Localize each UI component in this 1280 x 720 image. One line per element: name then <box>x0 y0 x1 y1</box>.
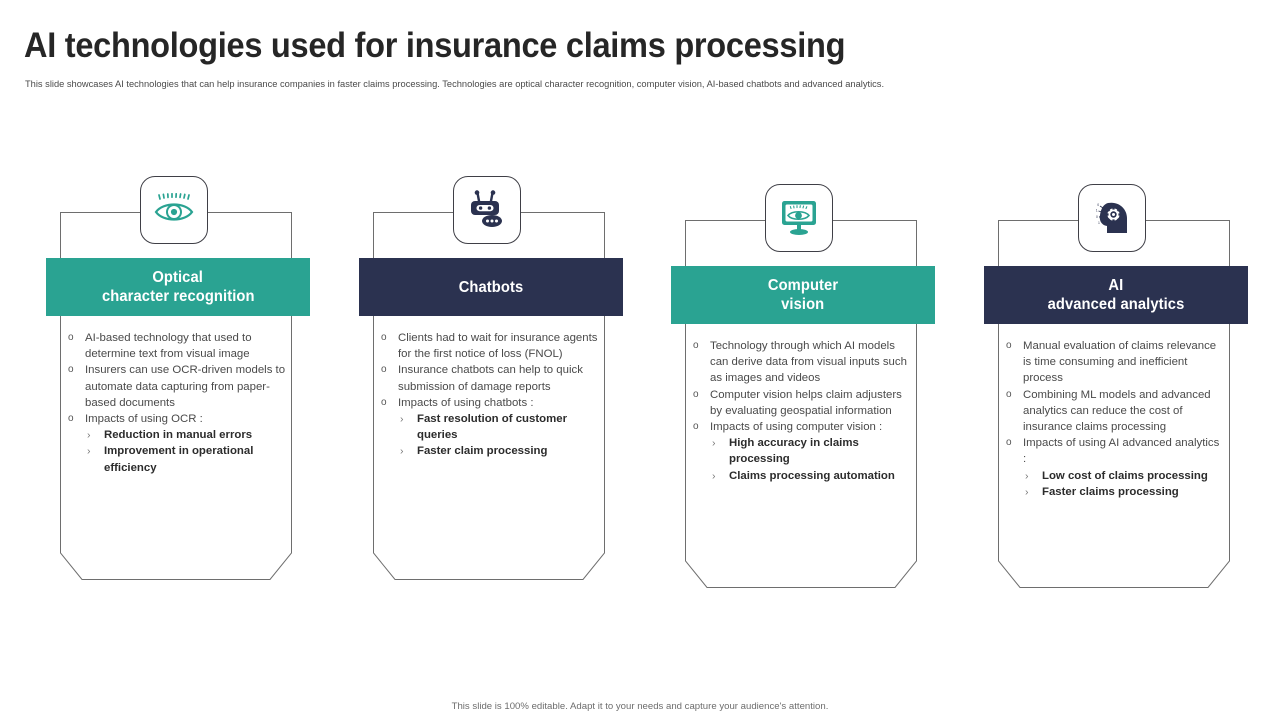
sub-bullet-text: Faster claim processing <box>417 445 548 458</box>
card-title-line: AI <box>1108 277 1124 294</box>
svg-text:1: 1 <box>1098 221 1100 225</box>
card-bullet-list: o Clients had to wait for insurance agen… <box>381 330 599 460</box>
bullet-item: o Impacts of using AI advanced analytics… <box>1006 435 1224 467</box>
bullet-text: Manual evaluation of claims relevance is… <box>1023 340 1217 385</box>
eye-icon <box>140 176 208 244</box>
bullet-text: AI-based technology that used to determi… <box>85 332 252 361</box>
bullet-marker: o <box>381 364 387 376</box>
card-bullet-list: o AI-based technology that used to deter… <box>68 330 286 476</box>
bullet-text: Impacts of using chatbots : <box>398 396 534 409</box>
sub-bullet-text: Fast resolution of customer queries <box>417 413 567 442</box>
robot-icon <box>453 176 521 244</box>
bullet-marker: o <box>68 413 74 425</box>
bullet-marker: o <box>1006 340 1012 351</box>
sub-bullet-item: › Low cost of claims processing <box>1025 468 1224 484</box>
sub-bullet-text: High accuracy in claims processing <box>729 437 859 466</box>
bullet-text: Impacts of using computer vision : <box>710 421 883 434</box>
bullet-marker: o <box>68 332 74 343</box>
sub-bullet-item: › Fast resolution of customer queries <box>400 411 599 443</box>
svg-text:0: 0 <box>1096 215 1098 219</box>
bullet-text: Computer vision helps claim adjusters by… <box>710 388 902 417</box>
bullet-item: o Manual evaluation of claims relevance … <box>1006 338 1224 387</box>
sub-bullet-text: Claims processing automation <box>729 469 895 482</box>
sub-bullet-item: › Reduction in manual errors <box>87 427 286 443</box>
bullet-item: o Computer vision helps claim adjusters … <box>693 387 911 419</box>
bullet-item: o Insurers can use OCR-driven models to … <box>68 362 286 411</box>
bullet-item: o Impacts of using chatbots : <box>381 395 599 411</box>
sub-bullet-item: › High accuracy in claims processing <box>712 435 911 467</box>
card-title-line: character recognition <box>101 288 255 305</box>
bullet-text: Clients had to wait for insurance agents… <box>398 332 598 361</box>
bullet-marker: o <box>381 332 387 343</box>
card-bullet-list: o Manual evaluation of claims relevance … <box>1006 338 1224 500</box>
sub-bullet-item: › Faster claim processing <box>400 443 599 459</box>
sub-bullet-text: Reduction in manual errors <box>104 429 253 442</box>
page-subtitle: This slide showcases AI technologies tha… <box>25 79 885 90</box>
bullet-marker: o <box>68 364 74 376</box>
bullet-item: o Technology through which AI models can… <box>693 338 911 387</box>
bullet-item: o AI-based technology that used to deter… <box>68 330 286 362</box>
sub-bullet-marker: › <box>1025 485 1029 498</box>
card-title-line: Optical <box>152 269 204 286</box>
sub-bullet-text: Low cost of claims processing <box>1042 469 1208 482</box>
bullet-item: o Insurance chatbots can help to quick s… <box>381 362 599 394</box>
sub-bullet-marker: › <box>87 429 91 442</box>
bullet-marker: o <box>693 421 699 433</box>
bullet-marker: o <box>381 396 387 408</box>
sub-bullet-marker: › <box>87 445 91 458</box>
card-header-computer-vision[interactable]: Computer vision <box>671 266 935 324</box>
card-header-optical-character-recognition[interactable]: Optical character recognition <box>46 258 310 316</box>
bullet-text: Technology through which AI models can d… <box>710 340 907 385</box>
bullet-text: Impacts of using AI advanced analytics : <box>1023 437 1220 466</box>
bullet-item: o Clients had to wait for insurance agen… <box>381 330 599 362</box>
bullet-text: Insurance chatbots can help to quick sub… <box>398 364 583 393</box>
bullet-marker: o <box>1006 388 1012 400</box>
sub-bullet-text: Improvement in operational efficiency <box>104 445 254 474</box>
card-header-chatbots[interactable]: Chatbots <box>359 258 623 316</box>
bullet-text: Combining ML models and advanced analyti… <box>1023 388 1211 434</box>
card-title-line: Computer <box>767 277 839 294</box>
bullet-marker: o <box>693 340 699 351</box>
sub-bullet-marker: › <box>712 469 716 482</box>
card-title-line: advanced analytics <box>1047 296 1185 313</box>
bullet-item: o Combining ML models and advanced analy… <box>1006 387 1224 436</box>
sub-bullet-text: Faster claims processing <box>1042 485 1179 498</box>
sub-bullet-marker: › <box>400 445 404 458</box>
sub-bullet-item: › Faster claims processing <box>1025 484 1224 500</box>
sub-bullet-marker: › <box>712 437 716 450</box>
card-title-line: vision <box>781 296 825 313</box>
sub-bullet-item: › Claims processing automation <box>712 468 911 484</box>
bullet-marker: o <box>1006 437 1012 449</box>
card-header-ai-advanced-analytics[interactable]: AI advanced analytics <box>984 266 1248 324</box>
bullet-marker: o <box>693 388 699 400</box>
sub-bullet-marker: › <box>1025 469 1029 482</box>
slide-footer-note: This slide is 100% editable. Adapt it to… <box>451 701 829 712</box>
sub-bullet-item: › Improvement in operational efficiency <box>87 443 286 475</box>
bullet-text: Insurers can use OCR-driven models to au… <box>85 364 286 409</box>
card-title-line: Chatbots <box>458 278 524 296</box>
card-bullet-list: o Technology through which AI models can… <box>693 338 911 484</box>
bullet-text: Impacts of using OCR : <box>85 413 203 426</box>
bullet-item: o Impacts of using OCR : <box>68 411 286 427</box>
page-title: AI technologies used for insurance claim… <box>24 26 846 65</box>
svg-text:1: 1 <box>1096 209 1098 213</box>
sub-bullet-marker: › <box>400 413 404 426</box>
svg-text:0: 0 <box>1097 203 1099 207</box>
monitor-eye-icon <box>765 184 833 252</box>
bullet-item: o Impacts of using computer vision : <box>693 419 911 435</box>
